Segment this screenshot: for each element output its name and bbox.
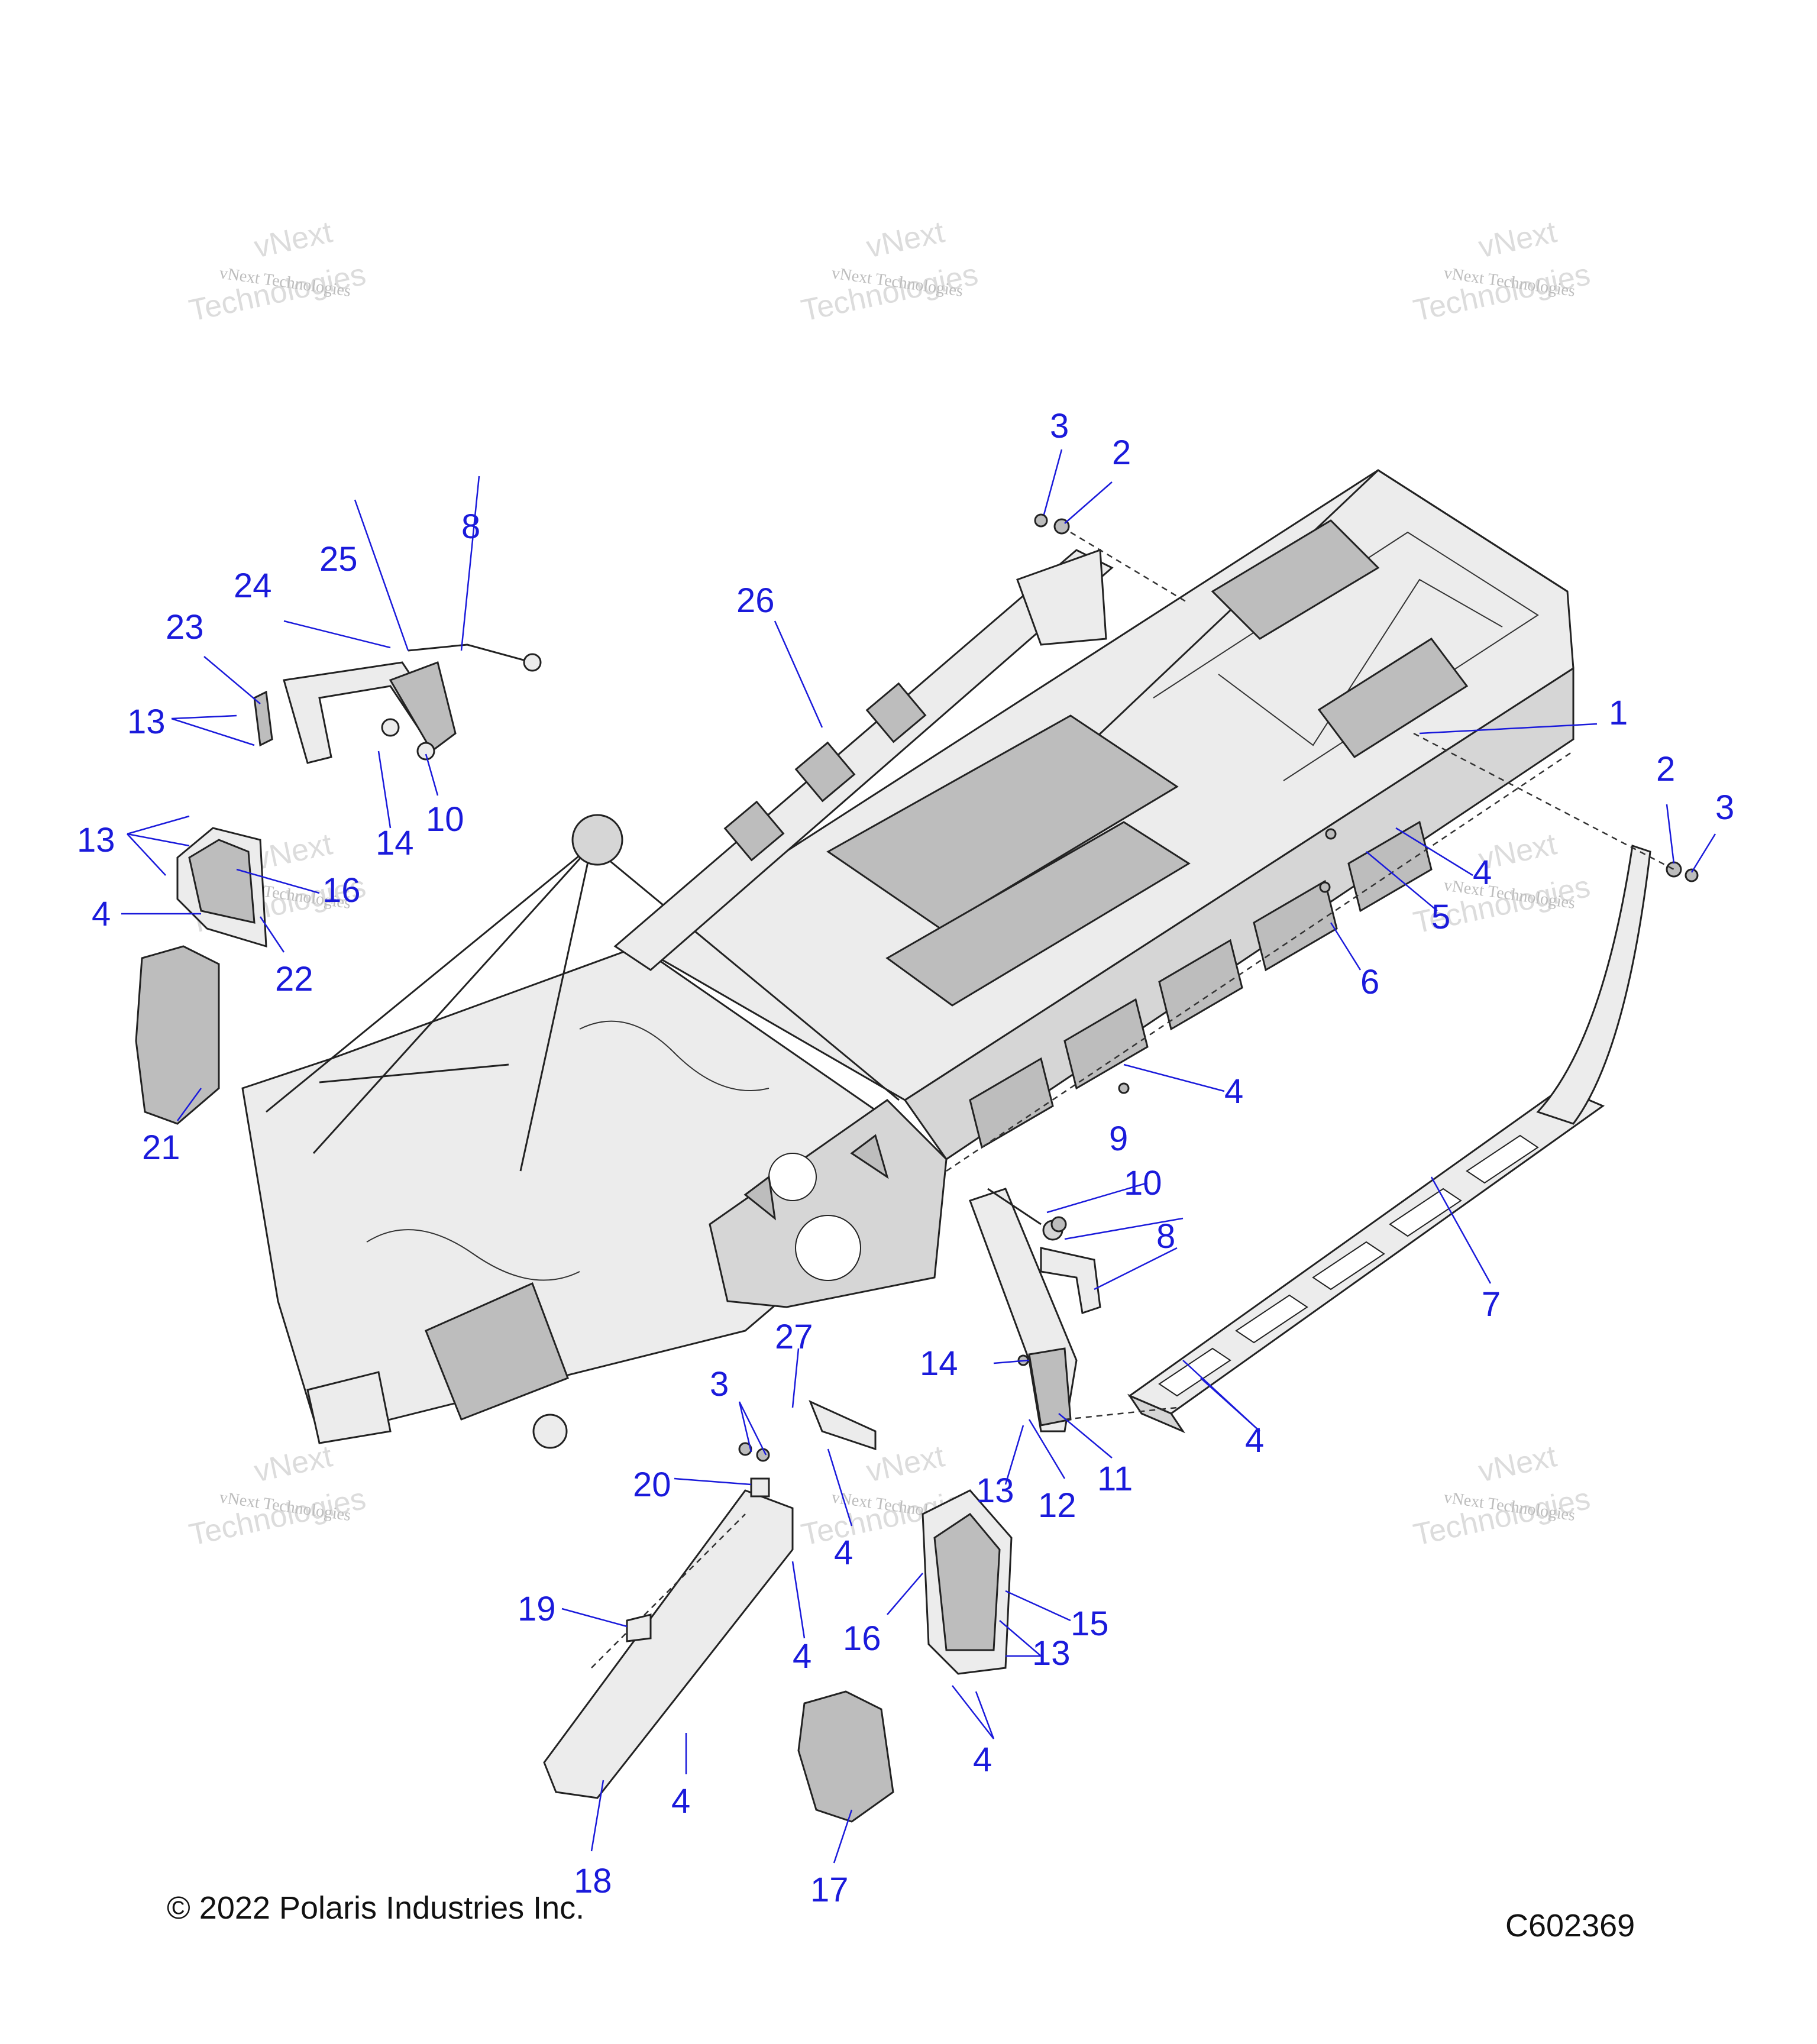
callout-4: 4 — [1245, 1421, 1264, 1460]
callout-5: 5 — [1431, 898, 1450, 936]
part-18-edge — [591, 1513, 746, 1668]
callout-11: 11 — [1097, 1460, 1133, 1498]
svg-text:vNext: vNext — [864, 215, 948, 264]
callout-23: 23 — [166, 608, 204, 646]
part-7-running-board — [1127, 845, 1651, 1434]
callout-2: 2 — [1112, 434, 1131, 472]
callout-25: 25 — [319, 540, 358, 578]
callout-16: 16 — [322, 871, 361, 910]
callout-9: 9 — [1109, 1120, 1128, 1158]
watermark: vNext Technologies vNext Technologies — [1411, 1439, 1593, 1553]
callout-19: 19 — [518, 1590, 556, 1628]
callout-8: 8 — [461, 507, 480, 546]
callout-16: 16 — [843, 1619, 881, 1658]
callout-4: 4 — [834, 1534, 853, 1572]
callout-24: 24 — [234, 567, 272, 605]
callout-27: 27 — [775, 1318, 813, 1356]
watermark: vNext Technologies vNext Technologies — [186, 1439, 369, 1553]
chassis-tunnel — [637, 469, 1574, 1172]
copyright-notice: © 2022 Polaris Industries Inc. — [167, 1890, 585, 1926]
callout-13: 13 — [976, 1471, 1014, 1510]
callout-14: 14 — [376, 824, 414, 862]
assembly-lines — [1070, 531, 1674, 871]
callout-10: 10 — [1124, 1164, 1162, 1202]
part-22-left-panel — [176, 827, 267, 948]
callout-4: 4 — [92, 895, 111, 933]
callout-1: 1 — [1609, 694, 1628, 732]
part-19-bracket — [626, 1613, 652, 1642]
callout-15: 15 — [1071, 1605, 1109, 1643]
callout-13: 13 — [127, 703, 166, 741]
part-18-lower-panel — [543, 1489, 794, 1799]
part-17-pad — [797, 1690, 894, 1823]
callout-7: 7 — [1482, 1285, 1501, 1324]
upper-left-bracket — [253, 643, 542, 764]
callout-4: 4 — [1473, 853, 1492, 892]
leader-lines — [121, 449, 1716, 1864]
callout-6: 6 — [1360, 963, 1379, 1001]
callout-3: 3 — [1050, 407, 1069, 445]
part-27-bracket — [809, 1400, 877, 1451]
callout-21: 21 — [142, 1128, 180, 1167]
svg-text:vNext: vNext — [251, 1439, 336, 1489]
fasteners — [738, 513, 1699, 1462]
callout-13: 13 — [1032, 1634, 1071, 1673]
callout-20: 20 — [633, 1466, 671, 1504]
rear-brace-right — [969, 1188, 1178, 1432]
watermark: vNext Technologies vNext Technologies — [798, 215, 981, 328]
callout-8: 8 — [1156, 1217, 1175, 1256]
callout-10: 10 — [426, 800, 464, 839]
diagram-code: C602369 — [1505, 1908, 1635, 1943]
callout-17: 17 — [810, 1871, 849, 1909]
callout-4: 4 — [793, 1637, 811, 1676]
svg-text:vNext: vNext — [1476, 215, 1560, 264]
part-20-bracket — [750, 1477, 770, 1498]
callout-3: 3 — [710, 1365, 729, 1403]
callout-14: 14 — [920, 1344, 958, 1383]
svg-text:vNext: vNext — [1476, 1439, 1560, 1489]
callout-labels: 1 2 2 3 3 3 4 4 4 4 4 4 4 4 5 6 7 8 8 9 … — [77, 407, 1734, 1909]
svg-text:vNext: vNext — [251, 215, 336, 264]
callout-3: 3 — [1715, 788, 1734, 827]
callout-26: 26 — [736, 581, 775, 620]
watermark: vNext Technologies vNext Technologies — [186, 215, 369, 328]
callout-12: 12 — [1038, 1486, 1076, 1525]
watermark: vNext Technologies vNext Technologies — [1411, 215, 1593, 328]
callout-18: 18 — [574, 1862, 612, 1900]
part-26-upper-rail — [613, 548, 1114, 971]
callout-22: 22 — [275, 960, 313, 998]
callout-4: 4 — [1224, 1072, 1243, 1111]
front-frame-bulkhead — [241, 814, 948, 1449]
svg-text:vNext: vNext — [251, 827, 336, 877]
callout-2: 2 — [1656, 750, 1675, 788]
callout-4: 4 — [973, 1741, 992, 1779]
part-21-pad — [135, 945, 220, 1125]
callout-4: 4 — [671, 1782, 690, 1820]
tunnel-cooler-vents — [969, 820, 1433, 1149]
part-15-splash-guard — [922, 1489, 1013, 1675]
callout-13: 13 — [77, 821, 115, 859]
